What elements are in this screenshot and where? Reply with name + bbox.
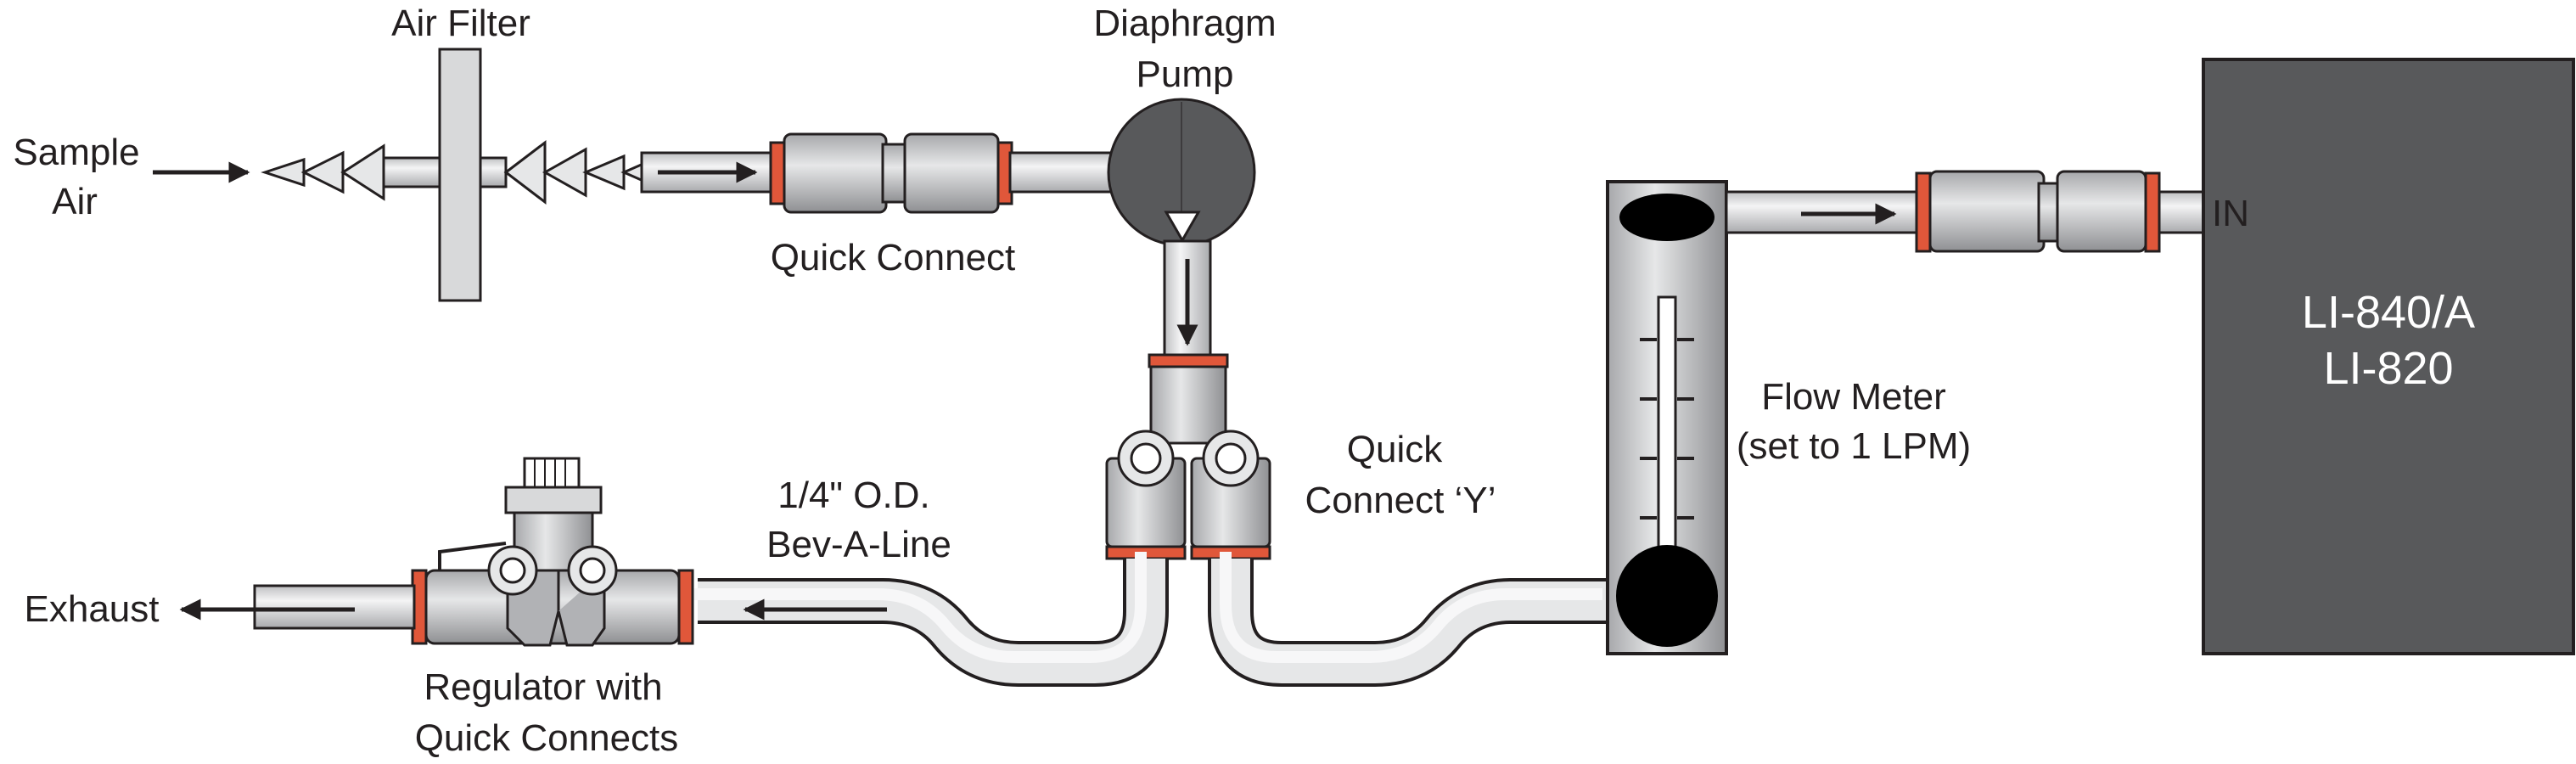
label-flow-meter-1: Flow Meter <box>1761 376 1946 418</box>
tube-flowmeter-to-analyzer <box>1725 170 2205 253</box>
flow-meter <box>1606 180 1728 655</box>
label-quick-connect-y-1: Quick <box>1347 429 1443 470</box>
diaphragm-pump <box>1107 98 1256 247</box>
label-sample-air-1: Sample <box>13 132 139 173</box>
flow-meter-scale <box>1640 338 1694 520</box>
regulator-with-quick-connects <box>411 457 694 647</box>
label-diaphragm-pump-2: Pump <box>1136 53 1234 95</box>
label-tubing-1: 1/4" O.D. <box>777 475 929 516</box>
quick-connect-y <box>1105 353 1271 560</box>
tube-exhaust <box>179 584 416 630</box>
label-flow-meter-2: (set to 1 LPM) <box>1737 425 1971 467</box>
label-analyzer-2: LI-820 <box>2323 343 2453 394</box>
label-regulator-2: Quick Connects <box>415 717 679 759</box>
label-inlet: IN <box>2212 193 2249 234</box>
gas-analyzer <box>2202 58 2575 655</box>
label-quick-connect: Quick Connect <box>771 237 1016 278</box>
label-diaphragm-pump-1: Diaphragm <box>1093 3 1276 44</box>
tube-pump-down <box>1163 239 1212 360</box>
label-sample-air-2: Air <box>52 181 98 222</box>
label-quick-connect-y-2: Connect ‘Y’ <box>1305 480 1496 521</box>
label-exhaust: Exhaust <box>25 588 160 630</box>
pump-outlet-arrow-icon <box>1164 211 1201 244</box>
tube-y-right-to-flowmeter <box>1208 552 1608 687</box>
quick-connect-fitting <box>769 132 1013 214</box>
label-tubing-2: Bev-A-Line <box>766 524 951 565</box>
label-air-filter: Air Filter <box>391 3 530 44</box>
tube-connector-to-pump <box>1008 151 1124 194</box>
label-regulator-1: Regulator with <box>424 666 662 708</box>
tube-y-left-to-regulator <box>693 552 1169 687</box>
tube-filter-to-connector <box>640 151 777 194</box>
label-analyzer-1: LI-840/A <box>2302 287 2475 338</box>
air-filter <box>261 48 647 302</box>
